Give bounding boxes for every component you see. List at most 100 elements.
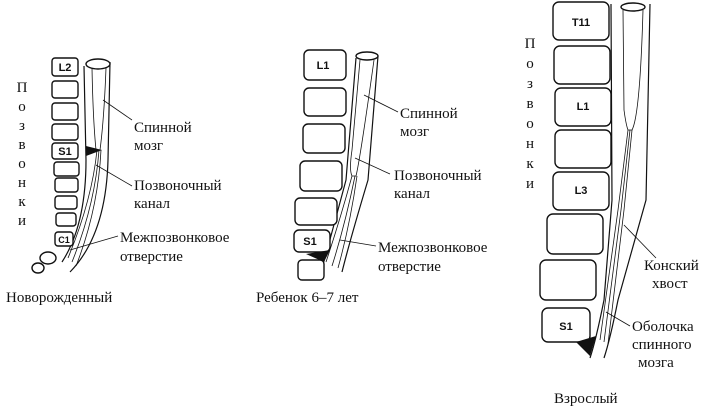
newborn-spinal-cord — [91, 67, 107, 151]
child-spinal-cord — [350, 59, 375, 177]
adult-label-cauda-equina: хвост — [652, 276, 688, 292]
child-leader-spinal-canal — [354, 157, 391, 175]
child-vertebra-label-s1: S1 — [303, 236, 316, 248]
child-nerve-roots — [325, 175, 358, 269]
newborn-vertebra — [51, 142, 79, 160]
newborn-vertebra-label-s1: S1 — [58, 146, 71, 158]
adult-vertebrae-letter: в — [526, 96, 533, 112]
newborn-vertebrae-letter: н — [18, 175, 26, 191]
newborn-spinal-cord-top — [85, 58, 111, 70]
child-caption: Ребенок 6–7 лет — [256, 290, 359, 306]
newborn-vertebra — [54, 177, 79, 193]
adult-vertebra — [539, 259, 597, 301]
adult-spinal-cord-top — [620, 2, 646, 12]
newborn-leader-spinal-canal — [95, 164, 133, 187]
newborn-label-foramen: отверстие — [120, 249, 183, 265]
adult-vertebrae-letter: о — [526, 56, 534, 72]
newborn-leader-foramen — [69, 235, 119, 251]
adult-vertebra-label-t11: T11 — [572, 17, 590, 29]
newborn-label-spinal-canal: канал — [134, 196, 171, 212]
newborn-canal-outline — [61, 65, 87, 263]
newborn-vertebra — [51, 102, 79, 121]
adult-vertebra — [552, 171, 610, 211]
child-vertebra — [303, 87, 347, 117]
child-vertebra — [299, 160, 343, 192]
adult-vertebrae-letter: з — [527, 76, 533, 92]
newborn-leader-spinal-cord — [102, 99, 133, 121]
adult-vertebra-label-l1: L1 — [577, 101, 590, 113]
newborn-vertebrae-letter: в — [18, 137, 25, 153]
adult-panel: П о з в о н к и T11 L1 L3 S1 Конский хво… — [525, 1, 699, 407]
adult-foramen-mark — [576, 336, 596, 356]
child-leader-foramen — [339, 239, 377, 247]
adult-vertebra — [554, 87, 612, 127]
adult-vertebrae-letter: о — [526, 116, 534, 132]
newborn-vertebrae-letter: к — [18, 194, 26, 210]
adult-spinal-cord — [622, 9, 644, 131]
adult-label-dura-sheath: спинного — [632, 337, 692, 353]
adult-label-dura-sheath: мозга — [638, 355, 674, 371]
child-canal-outline — [341, 55, 379, 273]
adult-vertebrae-word: П о з в о н к и — [525, 36, 536, 192]
newborn-label-foramen: Межпозвонковое — [120, 230, 230, 246]
newborn-vertebrae-word: П о з в о н к и — [17, 80, 28, 229]
child-vertebra — [293, 229, 331, 253]
adult-canal-outline — [603, 3, 651, 359]
adult-label-cauda-equina: Конский — [644, 258, 699, 274]
adult-vertebra — [552, 1, 610, 41]
child-vertebra — [302, 123, 346, 154]
newborn-vertebrae-letter: и — [18, 213, 26, 229]
newborn-vertebra — [51, 57, 79, 77]
child-label-foramen: Межпозвонковое — [378, 240, 488, 256]
newborn-panel: П о з в о н к и L2 S1 C1 — [6, 57, 230, 306]
adult-leader-cauda-equina — [623, 224, 657, 259]
newborn-vertebra — [51, 80, 79, 99]
newborn-vertebra — [51, 123, 79, 141]
child-vertebra — [294, 197, 338, 226]
newborn-vertebra — [55, 212, 77, 227]
adult-vertebrae-letter: и — [526, 176, 534, 192]
newborn-vertebra — [31, 262, 45, 274]
adult-vertebrae-letter: н — [526, 136, 534, 152]
adult-vertebra — [554, 129, 612, 169]
child-label-spinal-cord: мозг — [400, 124, 429, 140]
adult-vertebra-label-s1: S1 — [559, 321, 572, 333]
newborn-vertebra-label-c1: C1 — [58, 235, 70, 245]
adult-caption: Взрослый — [554, 391, 618, 407]
child-spinal-cord-top — [355, 51, 379, 61]
newborn-vertebra — [54, 195, 78, 210]
child-foramen-mark — [306, 250, 330, 262]
newborn-label-spinal-cord: Спинной — [134, 120, 192, 136]
adult-vertebrae-letter: П — [525, 36, 536, 52]
child-label-foramen: отверстие — [378, 259, 441, 275]
newborn-vertebrae-letter: о — [18, 99, 26, 115]
child-vertebra — [297, 259, 325, 281]
adult-cauda-equina — [599, 129, 633, 345]
newborn-caption: Новорожденный — [6, 290, 112, 306]
child-panel: L1 S1 Спинной мозг Позвоночный канал Меж… — [256, 49, 488, 306]
adult-vertebra — [541, 307, 591, 343]
child-label-spinal-cord: Спинной — [400, 106, 458, 122]
adult-vertebrae-letter: к — [526, 156, 534, 172]
newborn-vertebra — [39, 251, 57, 265]
adult-vertebra — [546, 213, 604, 255]
adult-leader-dura-sheath — [605, 311, 631, 327]
newborn-label-spinal-cord: мозг — [134, 138, 163, 154]
child-vertebra-label-l1: L1 — [317, 60, 330, 72]
child-vertebra — [303, 49, 347, 81]
adult-vertebra-label-l3: L3 — [575, 185, 588, 197]
newborn-vertebra-label-l2: L2 — [59, 62, 72, 74]
child-label-spinal-canal: канал — [394, 186, 431, 202]
newborn-vertebrae-letter: з — [19, 118, 25, 134]
newborn-canal-outline — [69, 61, 111, 273]
adult-vertebra — [553, 45, 611, 85]
newborn-label-spinal-canal: Позвоночный — [134, 178, 222, 194]
adult-label-dura-sheath: Оболочка — [632, 319, 694, 335]
adult-canal-outline — [589, 3, 613, 359]
child-label-spinal-canal: Позвоночный — [394, 168, 482, 184]
newborn-foramen-mark — [86, 146, 102, 156]
newborn-vertebrae-letter: о — [18, 156, 26, 172]
newborn-vertebra — [53, 161, 80, 177]
newborn-vertebrae-letter: П — [17, 80, 28, 96]
